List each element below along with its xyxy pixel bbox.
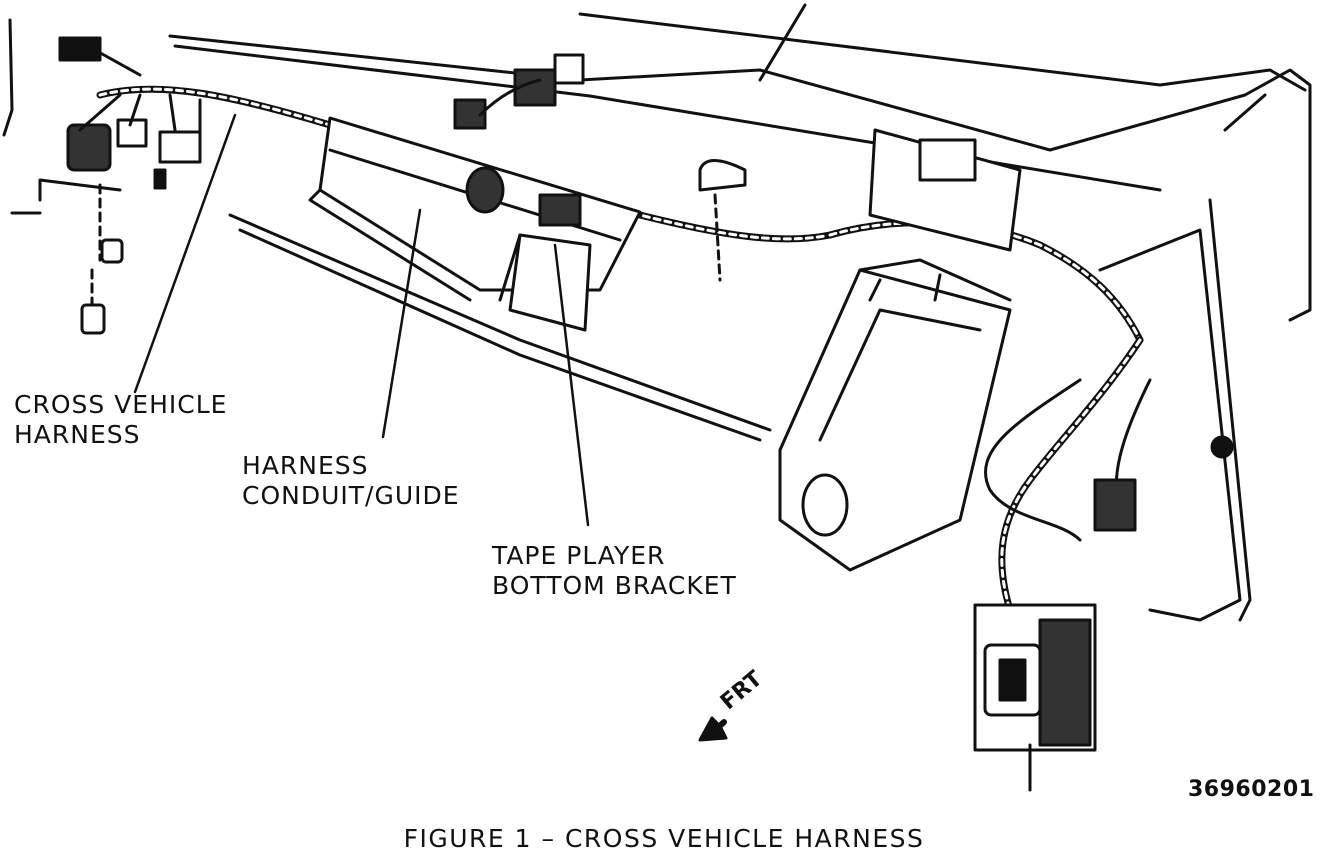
tape-player-bracket xyxy=(498,193,592,332)
figure-number: 36960201 xyxy=(1188,777,1315,802)
label-cross-vehicle-line2: HARNESS xyxy=(14,420,141,449)
label-cross-vehicle-line1: CROSS VEHICLE xyxy=(14,390,228,419)
relay-module xyxy=(973,478,1137,792)
front-arrow-shaft xyxy=(707,719,727,738)
label-tape-line1: TAPE PLAYER xyxy=(492,541,666,570)
label-cross-vehicle-harness: CROSS VEHICLE HARNESS xyxy=(14,390,227,450)
upper-connectors xyxy=(453,53,747,282)
label-conduit-line2: CONDUIT/GUIDE xyxy=(242,481,460,510)
label-harness-conduit: HARNESS CONDUIT/GUIDE xyxy=(242,451,460,511)
leader-conduit-guide xyxy=(381,208,422,439)
left-connector-cluster xyxy=(58,36,202,335)
leader-lines xyxy=(133,113,590,527)
side-panel xyxy=(868,128,1252,622)
label-conduit-line1: HARNESS xyxy=(242,451,369,480)
label-tape-line2: BOTTOM BRACKET xyxy=(492,571,737,600)
leader-tape-bracket xyxy=(553,243,590,527)
figure-caption: FIGURE 1 – CROSS VEHICLE HARNESS xyxy=(403,824,925,853)
duct-housing xyxy=(778,258,1012,572)
label-tape-player-bracket: TAPE PLAYER BOTTOM BRACKET xyxy=(492,541,737,601)
harness-conduit-guide xyxy=(228,116,772,442)
leader-cross-vehicle-harness xyxy=(133,113,237,394)
